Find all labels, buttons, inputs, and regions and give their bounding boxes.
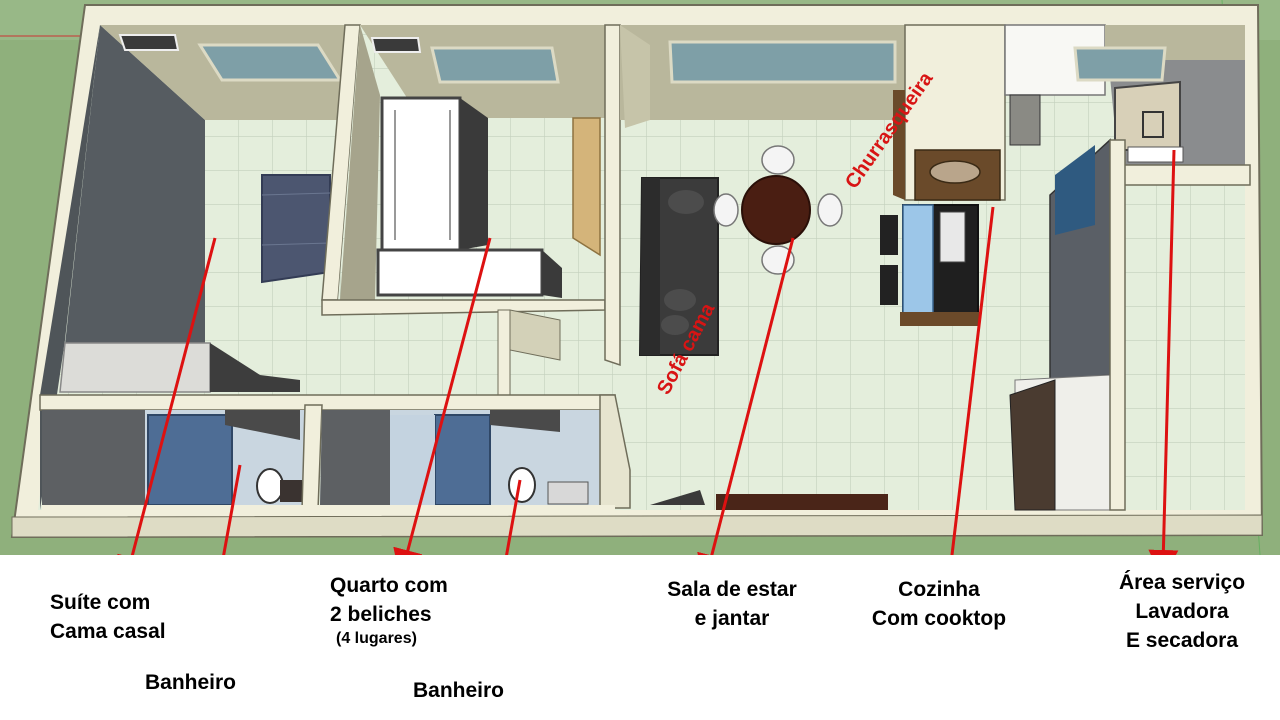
label-cozinha: Cozinha Com cooktop [848,575,1030,633]
arrow-suite [117,237,217,555]
toilet-mid [508,467,536,503]
label-quarto-line1: Quarto com [330,574,448,597]
arrow-bath-left [222,464,242,555]
label-quarto: Quarto com 2 beliches (4 lugares) [330,571,448,649]
wardrobe [572,117,601,257]
label-sala-line2: e jantar [694,607,770,630]
shower-mid [434,414,491,506]
label-sala: Sala de estar e jantar [644,575,820,633]
shower-left [147,414,233,506]
label-area-line1: Área serviço [1118,571,1246,594]
floor-plan-3d-view: Sofá cama Churrasqueira [0,0,1280,555]
label-area-line2: Lavadora [1135,600,1229,623]
arrow-area [1148,149,1179,555]
bunk-bed-1 [380,96,462,252]
arrow-quarto [393,237,492,555]
label-suite-line2: Cama casal [50,620,166,643]
window-quarto [430,46,560,84]
label-quarto-line2: 2 beliches [330,603,432,626]
pointer-arrows [117,149,1179,555]
label-bath-left-text: Banheiro [145,671,237,694]
bunk-bed-2 [376,248,544,297]
tv-bench [716,494,888,510]
label-bath-mid: Banheiro [413,676,504,705]
window-suite [197,43,343,82]
arrow-cozinha [950,206,995,555]
arrow-bath-mid [505,479,522,555]
suite-bed [261,174,331,284]
label-bath-mid-text: Banheiro [413,679,505,702]
label-area-line3: E secadora [1125,629,1239,652]
window-sala [668,40,897,84]
outer-wall-shadow [11,514,1263,538]
label-cozinha-line2: Com cooktop [871,607,1007,630]
label-area: Área serviço Lavadora E secadora [1098,568,1266,655]
suite-counter [59,342,211,393]
window-service [1073,46,1167,82]
cooktop [1009,94,1041,146]
toilet-left [256,468,284,504]
label-cozinha-line1: Cozinha [898,578,980,601]
label-sala-line1: Sala de estar [667,578,797,601]
label-quarto-note: (4 lugares) [336,630,417,647]
label-suite: Suíte com Cama casal [50,588,166,646]
suite-left-wall [40,25,100,510]
label-suite-line1: Suíte com [50,591,151,614]
arrow-sala [697,237,795,555]
label-bath-left: Banheiro [145,668,236,697]
dining-table [741,175,811,245]
